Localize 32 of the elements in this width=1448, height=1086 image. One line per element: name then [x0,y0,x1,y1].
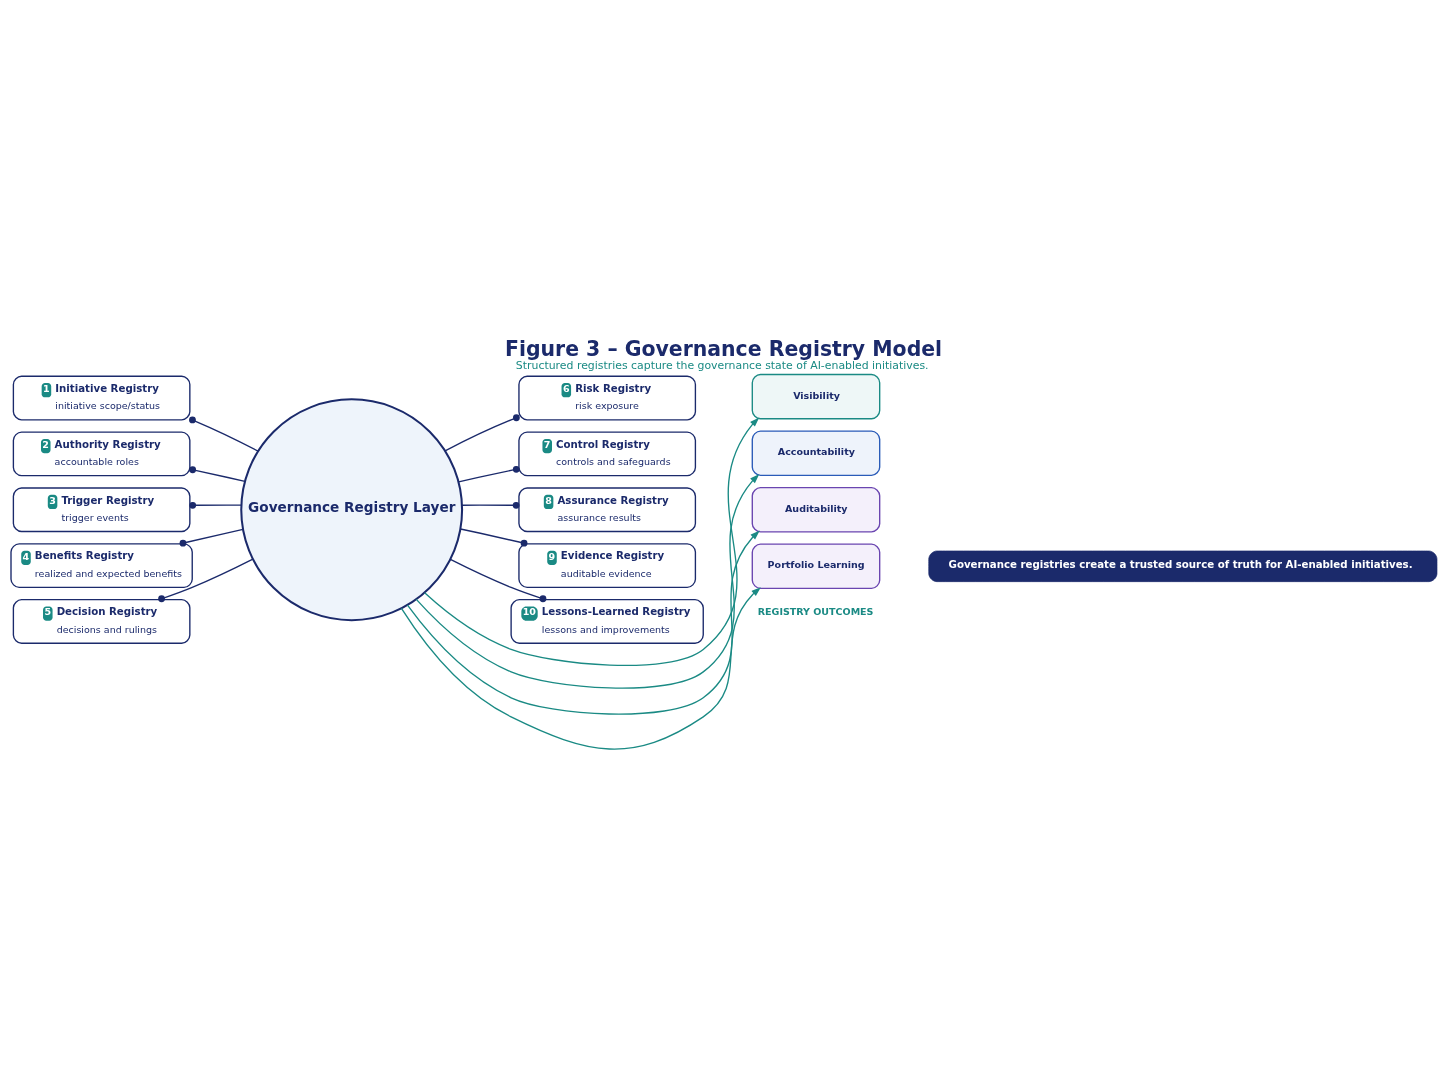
diagram-title: Figure 3 – Governance Registry Model [504,336,943,361]
node-box: 5 Decision Registry decisions and rulings [12,598,191,644]
connector [458,465,520,482]
node-box: 6 Risk Registry risk exposure [518,375,697,420]
arrow [423,416,760,666]
connector [461,501,520,509]
arrow [400,586,761,750]
arrow [415,473,760,689]
label: REGISTRY OUTCOMES [757,605,874,617]
connector [444,413,520,452]
node-box: Governance registries create a trusted source of truth for AI-enabled initiatives. [928,550,1438,582]
connector [189,501,242,509]
connector [449,558,547,602]
node-box: 8 Assurance Registry assurance results [518,486,697,532]
node-box: 9 Evidence Registry auditable evidence [518,542,697,588]
node-box: 7 Control Registry controls and safeguards [518,430,697,476]
node-box: 3 Trigger Registry trigger events [12,486,191,532]
node-box: Auditability [751,486,881,533]
connector [179,528,244,547]
connector [189,465,246,482]
node-box: Portfolio Learning [751,543,881,589]
connector [459,527,528,547]
node-box: 2 Authority Registry accountable roles [12,430,191,476]
arrow [406,530,760,715]
connector [189,416,259,452]
node-box: 1 Initiative Registry initiative scope/status [12,375,191,420]
connector [158,557,254,602]
node-box: 4 Benefits Registry realized and expected benefits [10,542,193,588]
node-box: 10 Lessons-Learned Registry lessons and improvements [510,598,704,644]
node-circle: Governance Registry Layer [240,397,464,621]
node-box: Accountability [751,429,881,476]
node-box: Visibility [751,373,881,419]
